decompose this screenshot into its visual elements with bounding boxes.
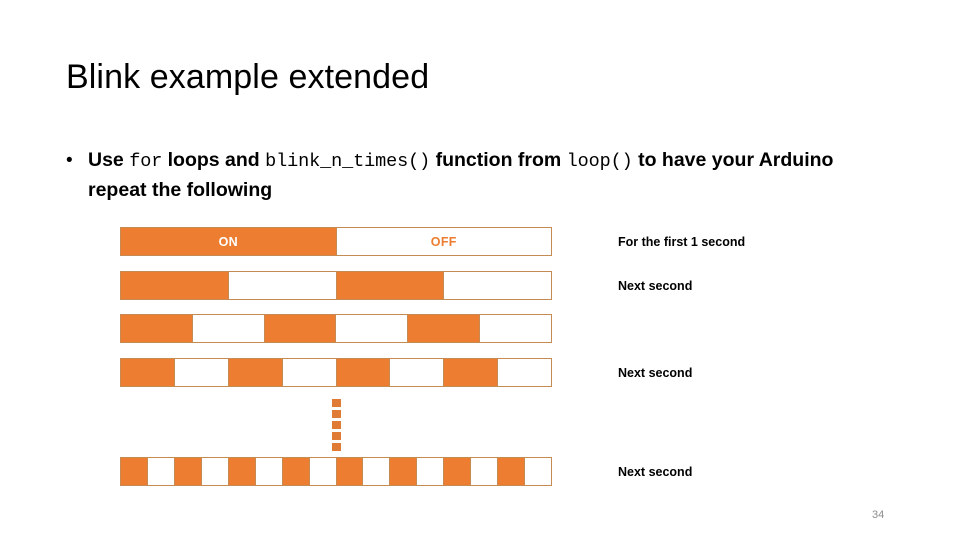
timing-segment-off bbox=[363, 458, 391, 485]
timing-segment-on bbox=[336, 359, 391, 386]
bullet-part-3-code: blink_n_times() bbox=[265, 151, 431, 172]
ellipsis-dot bbox=[332, 443, 341, 451]
timing-segment-off bbox=[471, 458, 499, 485]
timing-segment-off bbox=[174, 359, 229, 386]
timing-segment-off bbox=[480, 315, 551, 342]
ellipsis-dot bbox=[332, 399, 341, 407]
timing-segment-on: ON bbox=[121, 228, 337, 255]
timing-segment-on bbox=[228, 458, 256, 485]
timing-segment-off bbox=[525, 458, 551, 485]
timing-row-5 bbox=[120, 457, 552, 486]
timing-segment-on bbox=[336, 458, 364, 485]
timing-segment-on bbox=[121, 315, 193, 342]
ellipsis-dot bbox=[332, 421, 341, 429]
timing-segment-on bbox=[444, 359, 499, 386]
timing-row-2 bbox=[120, 271, 552, 300]
page-number: 34 bbox=[872, 509, 885, 521]
timing-segment-on bbox=[121, 359, 175, 386]
timing-row-1: ON OFF bbox=[120, 227, 552, 256]
caption-next-second-3: Next second bbox=[618, 465, 693, 479]
timing-segment-on bbox=[174, 458, 202, 485]
timing-segment-off bbox=[444, 272, 551, 299]
timing-segment-off bbox=[147, 458, 175, 485]
timing-segment-on bbox=[264, 315, 337, 342]
timing-segment-off bbox=[498, 359, 551, 386]
timing-segment-on bbox=[444, 458, 472, 485]
timing-row-3 bbox=[120, 314, 552, 343]
page-title: Blink example extended bbox=[66, 58, 430, 96]
timing-row-4 bbox=[120, 358, 552, 387]
bullet-part-5-code: loop() bbox=[566, 151, 633, 172]
timing-segment-on bbox=[498, 458, 526, 485]
timing-segment-off bbox=[255, 458, 283, 485]
ellipsis-dot bbox=[332, 410, 341, 418]
bullet-marker: • bbox=[66, 150, 73, 171]
timing-segment-off: OFF bbox=[336, 228, 551, 255]
timing-segment-label: OFF bbox=[430, 234, 457, 249]
vertical-ellipsis-icon bbox=[332, 399, 341, 451]
bullet-part-6: to have your Arduino repeat the followin… bbox=[88, 149, 834, 201]
timing-segment-on bbox=[228, 359, 283, 386]
timing-segment-on bbox=[282, 458, 310, 485]
timing-segment-off bbox=[228, 272, 337, 299]
caption-first-second: For the first 1 second bbox=[618, 235, 746, 249]
timing-segment-off bbox=[309, 458, 337, 485]
timing-segment-label: ON bbox=[218, 234, 238, 249]
timing-segment-off bbox=[390, 359, 445, 386]
bullet-part-0: Use bbox=[88, 149, 130, 171]
timing-segment-off bbox=[417, 458, 445, 485]
caption-next-second-2: Next second bbox=[618, 366, 693, 380]
bullet-part-4: function from bbox=[430, 149, 567, 171]
timing-segment-on bbox=[390, 458, 418, 485]
timing-segment-on bbox=[121, 272, 229, 299]
timing-segment-off bbox=[201, 458, 229, 485]
timing-segment-on bbox=[336, 272, 445, 299]
timing-segment-off bbox=[282, 359, 337, 386]
blink-timing-diagram: ON OFF bbox=[120, 227, 552, 487]
timing-segment-on bbox=[408, 315, 481, 342]
ellipsis-dot bbox=[332, 432, 341, 440]
bullet-part-1-code: for bbox=[129, 151, 163, 172]
bullet-body: • Use for loops and blink_n_times() func… bbox=[66, 146, 896, 205]
caption-next-second-1: Next second bbox=[618, 279, 693, 293]
bullet-text: Use for loops and blink_n_times() functi… bbox=[88, 146, 896, 205]
timing-segment-off bbox=[192, 315, 265, 342]
bullet-part-2: loops and bbox=[162, 149, 266, 171]
timing-segment-on bbox=[121, 458, 148, 485]
timing-segment-off bbox=[336, 315, 409, 342]
